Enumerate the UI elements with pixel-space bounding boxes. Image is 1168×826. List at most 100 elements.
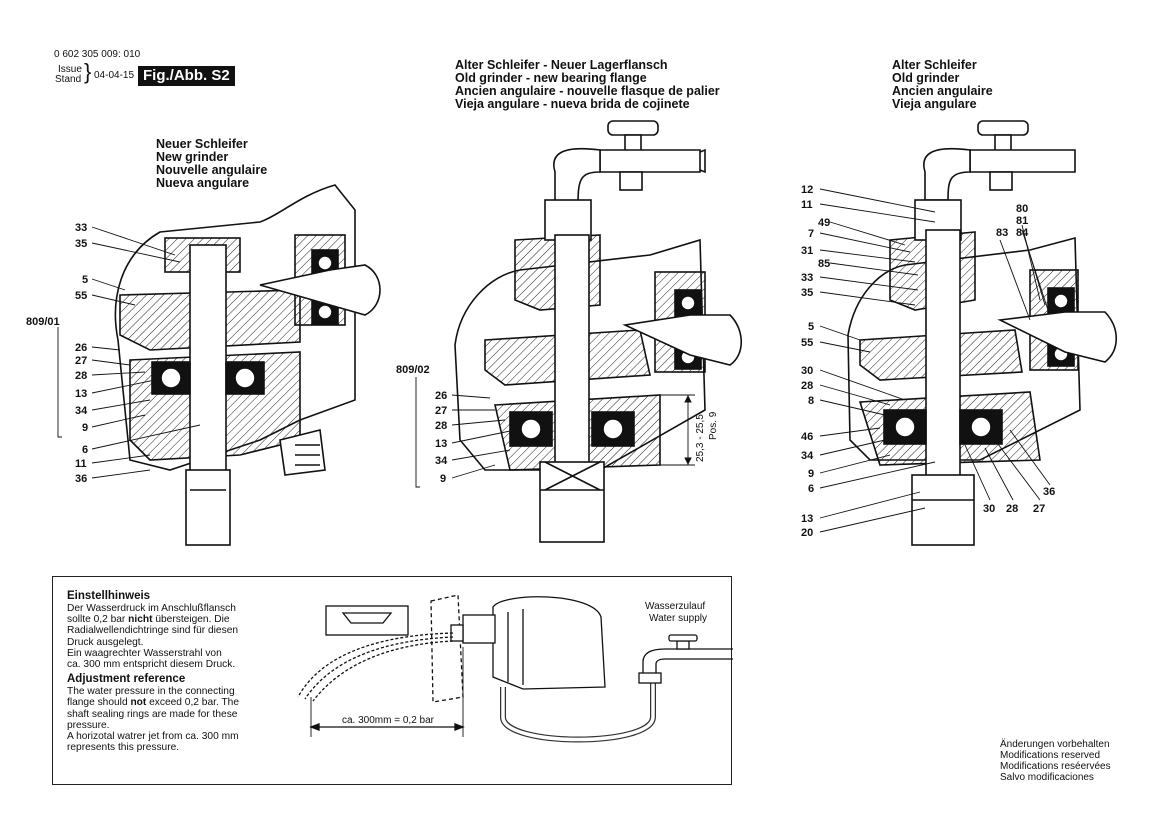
position-label: Pos. 9 <box>708 411 719 440</box>
part-label: 8 <box>808 395 814 407</box>
part-label: 26 <box>435 390 447 402</box>
note-line: sollte 0,2 bar nicht übersteigen. Die <box>67 614 287 625</box>
part-label: 9 <box>82 422 88 434</box>
note-text-part: exceed 0,2 bar. The <box>146 697 239 709</box>
note-emphasis: nicht <box>128 614 153 626</box>
part-label: 49 <box>818 217 830 229</box>
panel-3-title: Alter Schleifer Old grinder Ancien angul… <box>892 59 993 111</box>
note-line: Druck ausgelegt. <box>67 636 144 648</box>
measure-label: ca. 300mm = 0,2 bar <box>342 715 435 726</box>
note-text-part: sollte 0,2 bar <box>67 614 129 626</box>
modifications-notice: Änderungen vorbehalten Modifications res… <box>1000 739 1111 783</box>
note-text: Einstellhinweis Der Wasserdruck im Ansch… <box>67 590 287 753</box>
note-heading-de: Einstellhinweis <box>67 590 151 602</box>
part-label: 12 <box>801 184 813 196</box>
issue-date: 04-04-15 <box>94 70 135 81</box>
part-label: 34 <box>435 455 448 467</box>
part-label: 83 <box>996 227 1008 239</box>
stand-label: Stand <box>55 74 82 85</box>
panel-2-title: Alter Schleifer - Neuer Lagerflansch Old… <box>455 59 720 111</box>
modifications-line: Modifications reserved <box>1000 750 1101 761</box>
title-line: New grinder <box>156 150 229 164</box>
title-line: Alter Schleifer <box>892 58 977 72</box>
part-label: 27 <box>435 405 447 417</box>
part-label: 6 <box>82 444 88 456</box>
part-label: 81 <box>1016 215 1028 227</box>
part-label: 36 <box>1043 486 1055 498</box>
part-label: 9 <box>808 468 814 480</box>
part-label: 80 <box>1016 203 1028 215</box>
part-label: 6 <box>808 483 814 495</box>
part-label: 35 <box>801 287 813 299</box>
figure-badge: Fig./Abb. S2 <box>138 66 235 86</box>
group-label: 809/01 <box>26 316 60 328</box>
part-label: 7 <box>808 228 814 240</box>
part-number: 0 602 305 009: 010 <box>54 49 141 60</box>
part-label: 13 <box>801 513 813 525</box>
title-line: Old grinder <box>892 71 960 85</box>
part-label: 34 <box>801 450 814 462</box>
adjustment-note-box: Einstellhinweis Der Wasserdruck im Ansch… <box>52 576 733 785</box>
note-line: shaft sealing rings are made for these <box>67 708 238 720</box>
part-label: 33 <box>75 222 87 234</box>
issue-stand-block: Issue Stand <box>55 65 82 85</box>
panel-3-labels: 12 11 49 7 31 85 33 35 5 55 30 28 8 46 3… <box>801 184 1055 539</box>
water-jet-diagram: ca. 300mm = 0,2 bar Wasserzulauf Water s… <box>297 594 733 743</box>
part-label: 27 <box>75 355 87 367</box>
panel-1-labels: 33 35 5 55 809/01 26 27 28 13 34 9 6 11 … <box>26 222 88 485</box>
part-label: 30 <box>801 365 813 377</box>
note-line: flange should not exceed 0,2 bar. The <box>67 697 287 708</box>
panel-2-labels: 809/02 26 27 28 13 34 9 25,3 - 25,5 Pos.… <box>396 364 719 485</box>
title-line: Old grinder - new bearing flange <box>455 71 647 85</box>
modifications-line: Änderungen vorbehalten <box>1000 739 1110 750</box>
water-supply-label-de: Wasserzulauf <box>645 601 705 612</box>
note-line: pressure. <box>67 719 110 731</box>
part-label: 28 <box>1006 503 1018 515</box>
note-line: ca. 300 mm entspricht diesem Druck. <box>67 659 236 671</box>
part-label: 84 <box>1016 227 1029 239</box>
brace: } <box>84 59 92 84</box>
part-label: 13 <box>435 438 447 450</box>
note-text-part: übersteigen. Die <box>152 614 230 626</box>
part-label: 31 <box>801 245 813 257</box>
part-label: 34 <box>75 405 88 417</box>
part-label: 55 <box>75 290 87 302</box>
group-label: 809/02 <box>396 364 430 376</box>
title-line: Neuer Schleifer <box>156 137 248 151</box>
title-line: Ancien angulaire <box>892 84 993 98</box>
part-label: 55 <box>801 337 813 349</box>
part-label: 28 <box>801 380 813 392</box>
title-line: Vieja angulare - nueva brida de cojinete <box>455 97 690 111</box>
part-label: 35 <box>75 238 87 250</box>
part-label: 33 <box>801 272 813 284</box>
part-label: 30 <box>983 503 995 515</box>
modifications-line: Modifications reséervées <box>1000 761 1111 772</box>
note-line: Radialwellendichtringe sind für diesen <box>67 625 239 637</box>
part-label: 13 <box>75 388 87 400</box>
part-label: 5 <box>82 274 88 286</box>
part-label: 20 <box>801 527 813 539</box>
part-label: 27 <box>1033 503 1045 515</box>
part-label: 5 <box>808 321 814 333</box>
title-line: Nueva angulare <box>156 176 250 190</box>
part-label: 36 <box>75 473 87 485</box>
note-line: A horizotal watrer jet from ca. 300 mm <box>67 731 239 743</box>
issue-label: Issue <box>58 64 82 75</box>
title-line: Nouvelle angulaire <box>156 163 268 177</box>
part-label: 46 <box>801 431 813 443</box>
note-line: Der Wasserdruck im Anschlußflansch <box>67 603 236 614</box>
dimension-label: 25,3 - 25,5 <box>695 414 706 462</box>
title-line: Alter Schleifer - Neuer Lagerflansch <box>455 58 668 72</box>
part-label: 9 <box>440 473 446 485</box>
part-label: 85 <box>818 258 830 270</box>
note-line: The water pressure in the connecting <box>67 686 235 698</box>
note-line: represents this pressure. <box>67 742 180 754</box>
part-label: 11 <box>801 199 813 211</box>
note-text-part: flange should <box>67 697 131 709</box>
part-label: 26 <box>75 342 87 354</box>
part-label: 11 <box>75 458 87 470</box>
drawing-old-grinder <box>819 120 1118 546</box>
note-heading-en: Adjustment reference <box>67 673 186 686</box>
drawing-new-grinder <box>57 184 381 546</box>
